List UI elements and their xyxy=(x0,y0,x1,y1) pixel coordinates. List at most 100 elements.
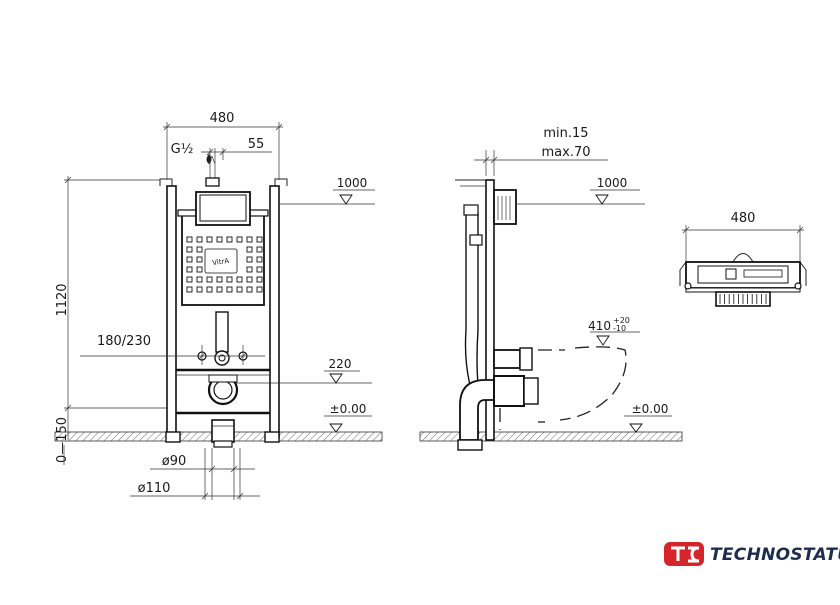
vent-hole xyxy=(226,286,233,293)
inlet-valve xyxy=(205,177,220,187)
vent-hole xyxy=(186,246,193,253)
top-frame-brackets xyxy=(679,261,807,286)
vent-hole xyxy=(256,256,263,263)
waste-pipe-end xyxy=(213,440,233,448)
brand-mark-text: VitrA xyxy=(212,257,230,267)
elev-floor-marker xyxy=(329,423,343,433)
d110-tick-right xyxy=(236,492,244,500)
vent-hole xyxy=(196,246,203,253)
top-valve xyxy=(725,268,737,280)
side-elev-410-marker xyxy=(596,335,610,346)
front-floor-gap-label: 0—150 xyxy=(55,417,70,463)
front-elev-floor-label: ±0.00 xyxy=(330,402,367,416)
top-width-label: 480 xyxy=(731,211,756,226)
vent-hole xyxy=(186,286,193,293)
vent-hole xyxy=(216,236,223,243)
top-inlet-arc xyxy=(732,253,754,263)
waste-outlet-clamp xyxy=(208,374,238,383)
wall-tick-left xyxy=(482,156,490,164)
side-elev-floor-marker xyxy=(629,423,643,433)
flush-plate-inner xyxy=(199,194,247,222)
side-cistern-cap xyxy=(463,204,479,216)
vent-hole xyxy=(226,276,233,283)
brand-badge xyxy=(204,248,238,274)
elev-1000-marker xyxy=(339,194,353,205)
top-flush-ribs xyxy=(719,294,767,304)
logo-mark-glyph xyxy=(671,546,700,563)
side-waste-floor-pipe xyxy=(457,439,483,451)
logo-text: TECHNOSTATUS xyxy=(710,545,840,565)
front-offset-label: 55 xyxy=(248,137,265,152)
d90-tick-left xyxy=(208,465,216,473)
frame-right-foot xyxy=(264,431,280,443)
side-waste-outlet-end xyxy=(523,377,539,405)
side-floor-slab xyxy=(419,431,683,442)
side-frame-column xyxy=(485,179,495,441)
vent-hole xyxy=(246,236,253,243)
vent-hole xyxy=(236,236,243,243)
vent-hole xyxy=(196,266,203,273)
offset-tick-b xyxy=(219,148,227,156)
side-view: min.15 max.70 1000 410 +20 -10 ±0.00 xyxy=(419,126,683,451)
arrow-down-icon xyxy=(208,155,216,165)
front-d110-label: ø110 xyxy=(138,481,171,496)
frame-left-upright xyxy=(166,185,177,439)
vent-hole xyxy=(236,276,243,283)
side-elev-1000-marker xyxy=(595,194,609,205)
top-fixing-right xyxy=(794,282,802,290)
vent-hole xyxy=(246,276,253,283)
flush-pipe xyxy=(215,311,229,353)
vent-hole xyxy=(186,256,193,263)
top-width-tick-right xyxy=(796,226,804,234)
cistern-vent-holes xyxy=(186,236,263,293)
side-elev-bowl-tol-minus: -10 xyxy=(613,324,626,333)
vent-hole xyxy=(256,286,263,293)
side-wall-max-label: max.70 xyxy=(542,145,591,160)
vent-hole xyxy=(226,236,233,243)
vent-hole xyxy=(196,276,203,283)
vent-hole xyxy=(246,246,253,253)
vent-hole xyxy=(256,266,263,273)
top-view: 480 xyxy=(679,211,807,307)
side-elev-top-label: 1000 xyxy=(597,176,628,190)
frame-right-bracket xyxy=(274,178,288,186)
width-tick-right xyxy=(275,123,283,131)
technostatus-logo: TECHNOSTATUS xyxy=(664,542,840,566)
front-elev-top-label: 1000 xyxy=(337,176,368,190)
top-fixing-left xyxy=(684,282,692,290)
elev-220-marker xyxy=(329,373,343,384)
side-flush-connector xyxy=(493,349,521,369)
offset-tick-a xyxy=(206,148,214,156)
side-valve xyxy=(469,234,483,246)
wc-bowl-outline xyxy=(559,346,627,421)
side-flush-connector-end xyxy=(519,347,533,371)
vent-hole xyxy=(186,236,193,243)
front-thread-label: G½ xyxy=(171,142,194,157)
front-bolt-spacing-label: 180/230 xyxy=(97,334,151,349)
vent-hole xyxy=(256,276,263,283)
frame-right-upright xyxy=(269,185,280,439)
side-elev-floor-label: ±0.00 xyxy=(632,402,669,416)
side-wall-min-label: min.15 xyxy=(543,126,588,141)
vent-hole xyxy=(216,276,223,283)
vent-hole xyxy=(186,266,193,273)
front-width-label: 480 xyxy=(210,111,235,126)
vent-hole xyxy=(256,236,263,243)
vent-hole xyxy=(206,276,213,283)
vent-hole xyxy=(256,246,263,253)
wall-tick-right xyxy=(490,156,498,164)
vent-hole xyxy=(196,256,203,263)
vent-hole xyxy=(196,236,203,243)
top-slot xyxy=(743,269,783,278)
d90-tick-right xyxy=(230,465,238,473)
top-width-tick-left xyxy=(682,226,690,234)
vent-hole xyxy=(236,286,243,293)
flush-outlet-inner xyxy=(218,354,226,362)
side-elev-bowl-label: 410 xyxy=(588,319,611,333)
front-elev-outlet-label: 220 xyxy=(329,357,352,371)
frame-left-foot xyxy=(165,431,181,443)
d110-tick-left xyxy=(201,492,209,500)
front-d90-label: ø90 xyxy=(162,454,187,469)
